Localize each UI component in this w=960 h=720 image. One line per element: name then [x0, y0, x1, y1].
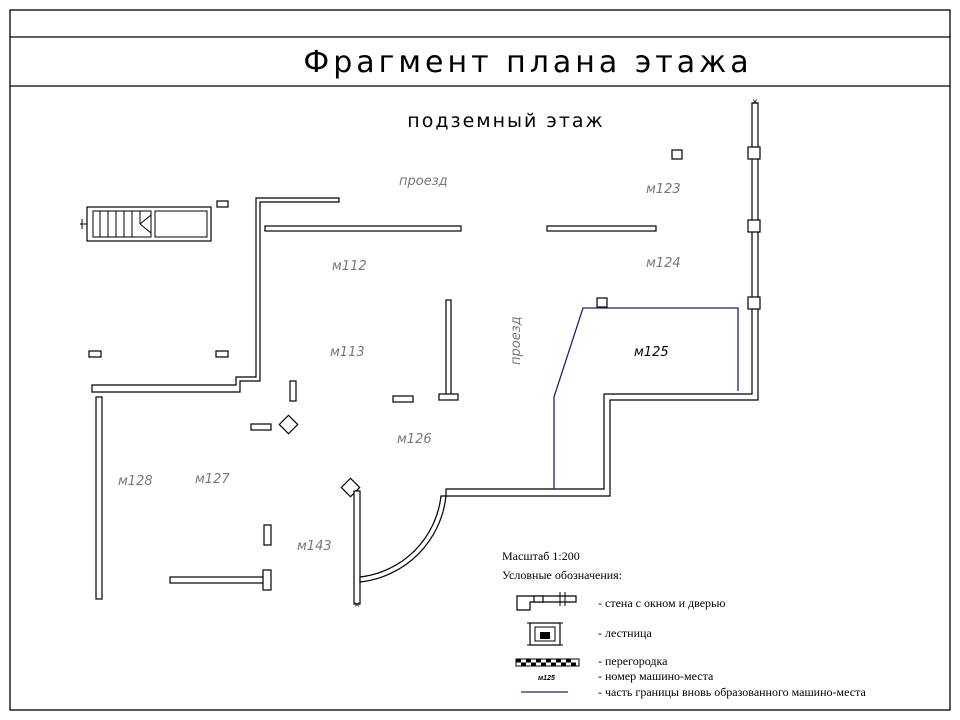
column — [671, 149, 683, 160]
column — [250, 423, 272, 431]
legend-label: - лестница — [598, 626, 652, 640]
floor-name: подземный этаж — [407, 110, 604, 132]
sheet-border — [9, 9, 951, 711]
staircase — [80, 206, 212, 242]
stair-treads — [99, 211, 152, 237]
window — [747, 219, 761, 233]
wall — [95, 396, 103, 600]
column — [289, 380, 297, 402]
wall — [445, 102, 759, 497]
space-label-m113: м113 — [330, 345, 365, 360]
legend-title: Условные обозначения: — [502, 568, 622, 582]
wall-window-door-icon — [516, 592, 577, 611]
column — [278, 414, 299, 435]
passage-label: проезд — [509, 316, 524, 365]
legend-label: - стена с окном и дверью — [598, 596, 726, 610]
legend-label: - часть границы вновь образованного маши… — [598, 685, 866, 699]
wall — [169, 576, 266, 584]
wall — [546, 225, 657, 232]
column — [88, 350, 102, 358]
passage-label: проезд — [399, 174, 448, 189]
wall — [438, 393, 459, 401]
stair-outline — [86, 206, 212, 242]
stair-flight — [92, 210, 152, 238]
space-label-m125: м125 — [634, 345, 669, 360]
column — [392, 395, 414, 403]
wall-end-mark: × — [354, 600, 361, 609]
window — [747, 296, 761, 310]
new-boundary-line — [553, 307, 739, 489]
wall — [353, 490, 361, 605]
legend-label: - номер машино-места — [598, 669, 714, 683]
space-label-m128: м128 — [118, 474, 153, 489]
column — [216, 200, 229, 208]
wall — [91, 197, 340, 393]
space-label-m112: м112 — [332, 259, 367, 274]
column — [596, 297, 608, 308]
partition-icon — [515, 658, 580, 667]
window — [747, 146, 761, 160]
space-label-m127: м127 — [195, 472, 230, 487]
space-label-m123: м123 — [646, 182, 681, 197]
space-label-m143: м143 — [297, 539, 332, 554]
wall — [445, 299, 452, 397]
column — [215, 350, 229, 358]
wall — [262, 569, 272, 591]
stairs-icon — [527, 622, 563, 646]
page-title: Фрагмент плана этажа — [303, 45, 752, 80]
scale-label: Масштаб 1:200 — [502, 549, 580, 563]
space-number-icon: м125 — [538, 675, 555, 682]
stair-landing — [154, 210, 208, 238]
wall — [264, 225, 462, 232]
space-label-m126: м126 — [397, 432, 432, 447]
space-label-m124: м124 — [646, 256, 681, 271]
legend-label: - перегородка — [598, 654, 668, 668]
legend: Масштаб 1:200 Условные обозначения: - ст… — [502, 549, 866, 699]
curved-wall — [359, 495, 447, 583]
wall-end-mark: × — [752, 97, 759, 106]
column — [263, 524, 272, 546]
